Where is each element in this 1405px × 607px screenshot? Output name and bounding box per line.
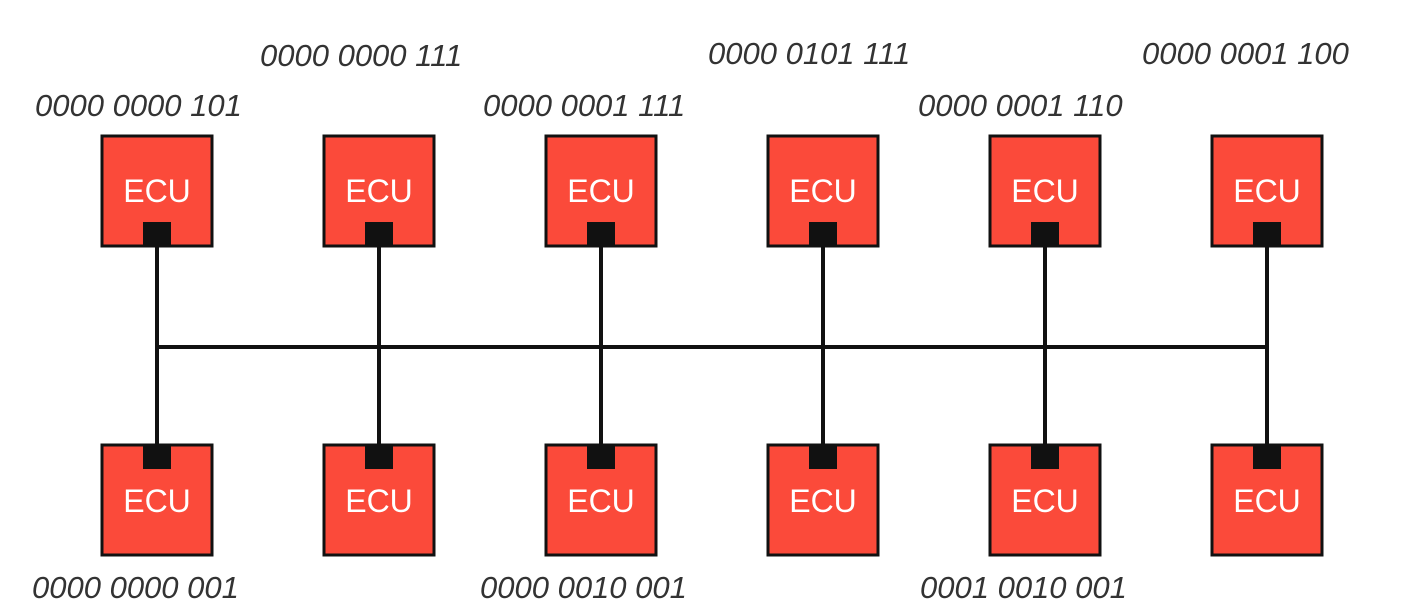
ecu-label: ECU xyxy=(123,483,191,519)
id-label-bottom-3: 0000 0010 001 xyxy=(480,570,687,605)
ecu-label: ECU xyxy=(567,173,635,209)
ecu-top-3: ECU xyxy=(544,134,658,248)
id-label-top-1: 0000 0000 101 xyxy=(35,88,242,123)
connector-port xyxy=(1031,222,1059,246)
id-labels: 0000 0000 101 0000 0000 111 0000 0001 11… xyxy=(32,36,1349,605)
ecu-box xyxy=(322,443,436,557)
ecu-label: ECU xyxy=(789,483,857,519)
id-label-bottom-5: 0001 0010 001 xyxy=(920,570,1127,605)
ecu-bottom-5: ECU xyxy=(988,443,1102,557)
ecu-label: ECU xyxy=(123,173,191,209)
ecu-bottom-4: ECU xyxy=(766,443,880,557)
connector-port xyxy=(809,222,837,246)
connector-port xyxy=(587,445,615,469)
ecu-label: ECU xyxy=(789,173,857,209)
connector-port xyxy=(809,445,837,469)
ecu-top-5: ECU xyxy=(988,134,1102,248)
connector-port xyxy=(143,222,171,246)
ecu-bottom-3: ECU xyxy=(544,443,658,557)
ecu-bottom-6: ECU xyxy=(1210,443,1324,557)
ecu-label: ECU xyxy=(1233,173,1301,209)
connector-port xyxy=(143,445,171,469)
ecu-label: ECU xyxy=(1011,173,1079,209)
ecu-top-2: ECU xyxy=(322,134,436,248)
connector-port xyxy=(587,222,615,246)
ecu-bottom-2: ECU xyxy=(322,443,436,557)
connector-port xyxy=(1253,222,1281,246)
ecu-box xyxy=(100,443,214,557)
id-label-bottom-1: 0000 0000 001 xyxy=(32,570,239,605)
ecu-label: ECU xyxy=(1233,483,1301,519)
ecu-label: ECU xyxy=(345,173,413,209)
ecu-top-4: ECU xyxy=(766,134,880,248)
id-label-top-3: 0000 0001 111 xyxy=(483,88,685,123)
bus-wires xyxy=(155,240,1269,455)
id-label-top-4: 0000 0101 111 xyxy=(708,36,910,71)
connector-port xyxy=(365,445,393,469)
ecu-top-6: ECU xyxy=(1210,134,1324,248)
connector-port xyxy=(365,222,393,246)
bottom-row: ECU ECU ECU ECU ECU ECU xyxy=(100,443,1324,557)
id-label-top-2: 0000 0000 111 xyxy=(260,38,462,73)
ecu-bottom-1: ECU xyxy=(100,443,214,557)
ecu-label: ECU xyxy=(345,483,413,519)
id-label-top-6: 0000 0001 100 xyxy=(1142,36,1349,71)
connector-port xyxy=(1031,445,1059,469)
ecu-top-1: ECU xyxy=(100,134,214,248)
connector-port xyxy=(1253,445,1281,469)
top-row: ECU ECU ECU ECU ECU ECU xyxy=(100,134,1324,248)
ecu-label: ECU xyxy=(1011,483,1079,519)
id-label-top-5: 0000 0001 110 xyxy=(918,88,1123,123)
ecu-label: ECU xyxy=(567,483,635,519)
